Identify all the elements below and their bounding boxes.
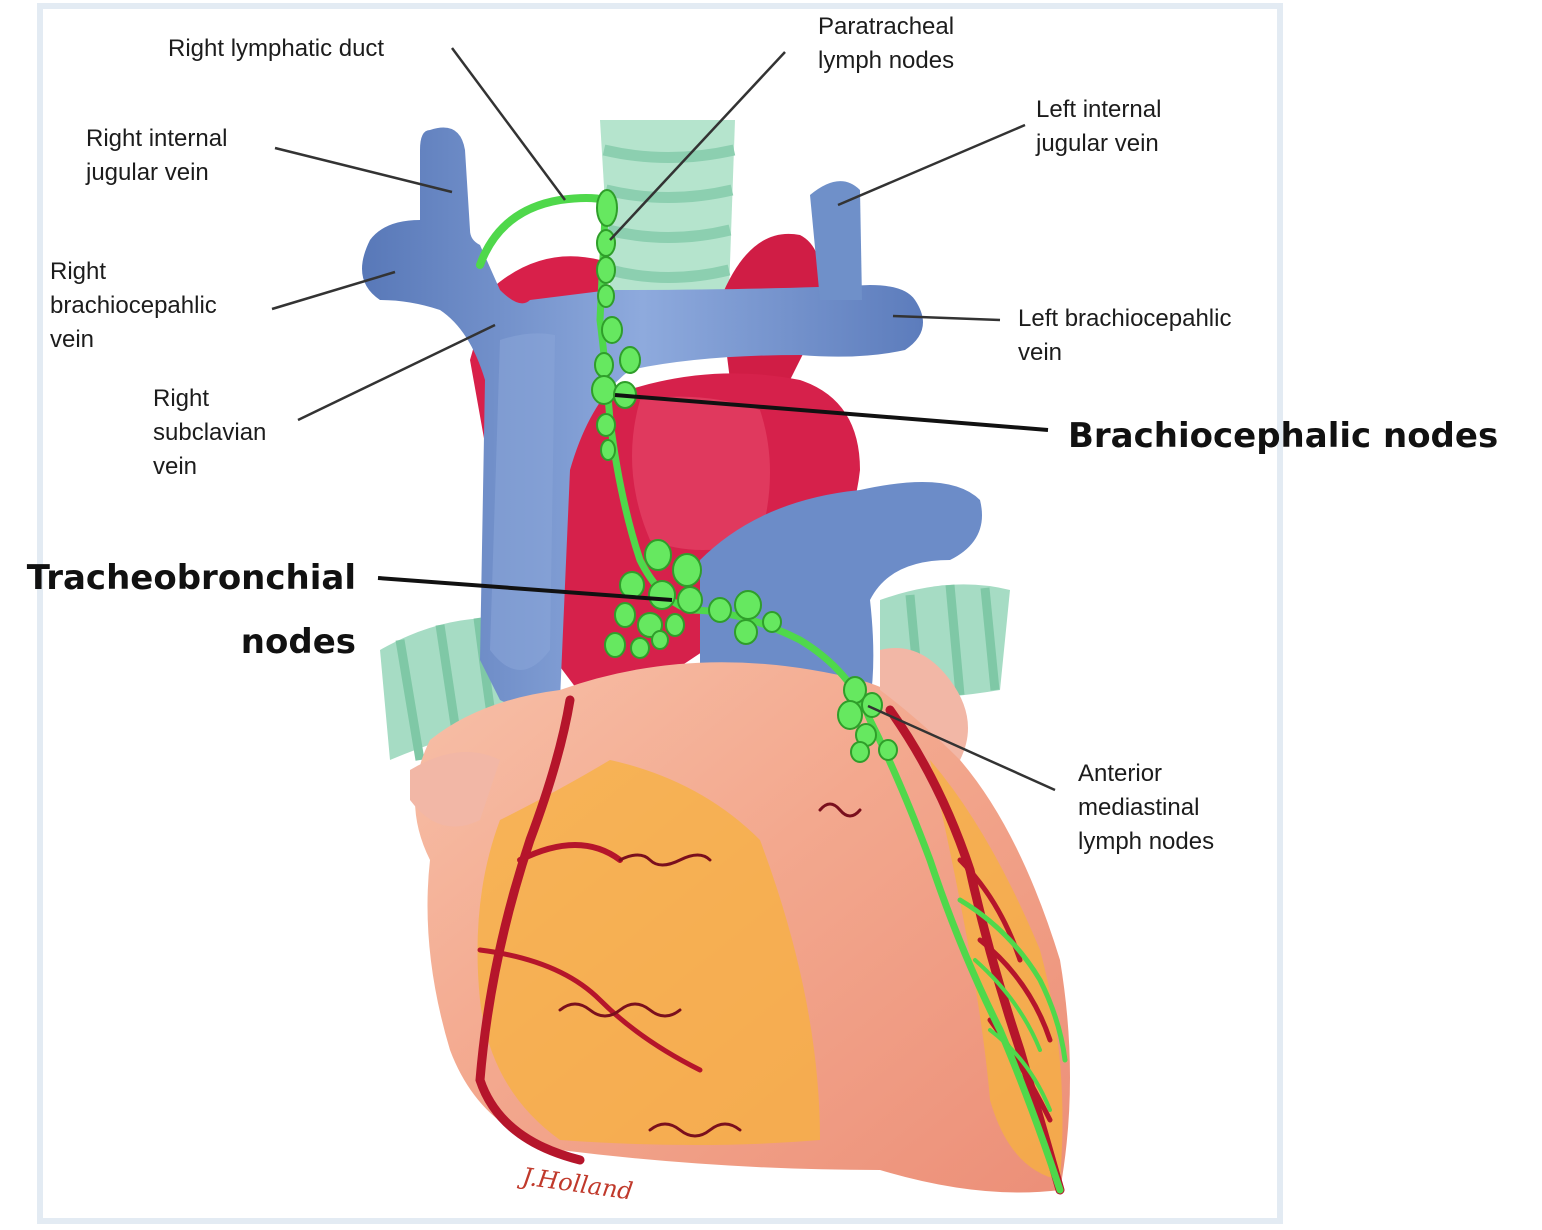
label-anterior-mediastinal-lymph-nodes: Anterior mediastinal lymph nodes <box>1078 757 1214 859</box>
label-brachiocephalic-nodes: Brachiocephalic nodes <box>1068 404 1498 468</box>
label-right-brachiocephalic-vein: Right brachiocepahlic vein <box>50 255 217 357</box>
label-right-lymphatic-duct: Right lymphatic duct <box>168 32 384 66</box>
label-tracheobronchial-nodes: Tracheobronchial nodes <box>8 546 356 674</box>
label-right-subclavian-vein: Right subclavian vein <box>153 382 266 484</box>
label-left-brachiocephalic-vein: Left brachiocepahlic vein <box>1018 302 1231 370</box>
label-paratracheal-lymph-nodes: Paratracheal lymph nodes <box>818 10 954 78</box>
label-right-internal-jugular-vein: Right internal jugular vein <box>86 122 227 190</box>
label-left-internal-jugular-vein: Left internal jugular vein <box>1036 93 1161 161</box>
